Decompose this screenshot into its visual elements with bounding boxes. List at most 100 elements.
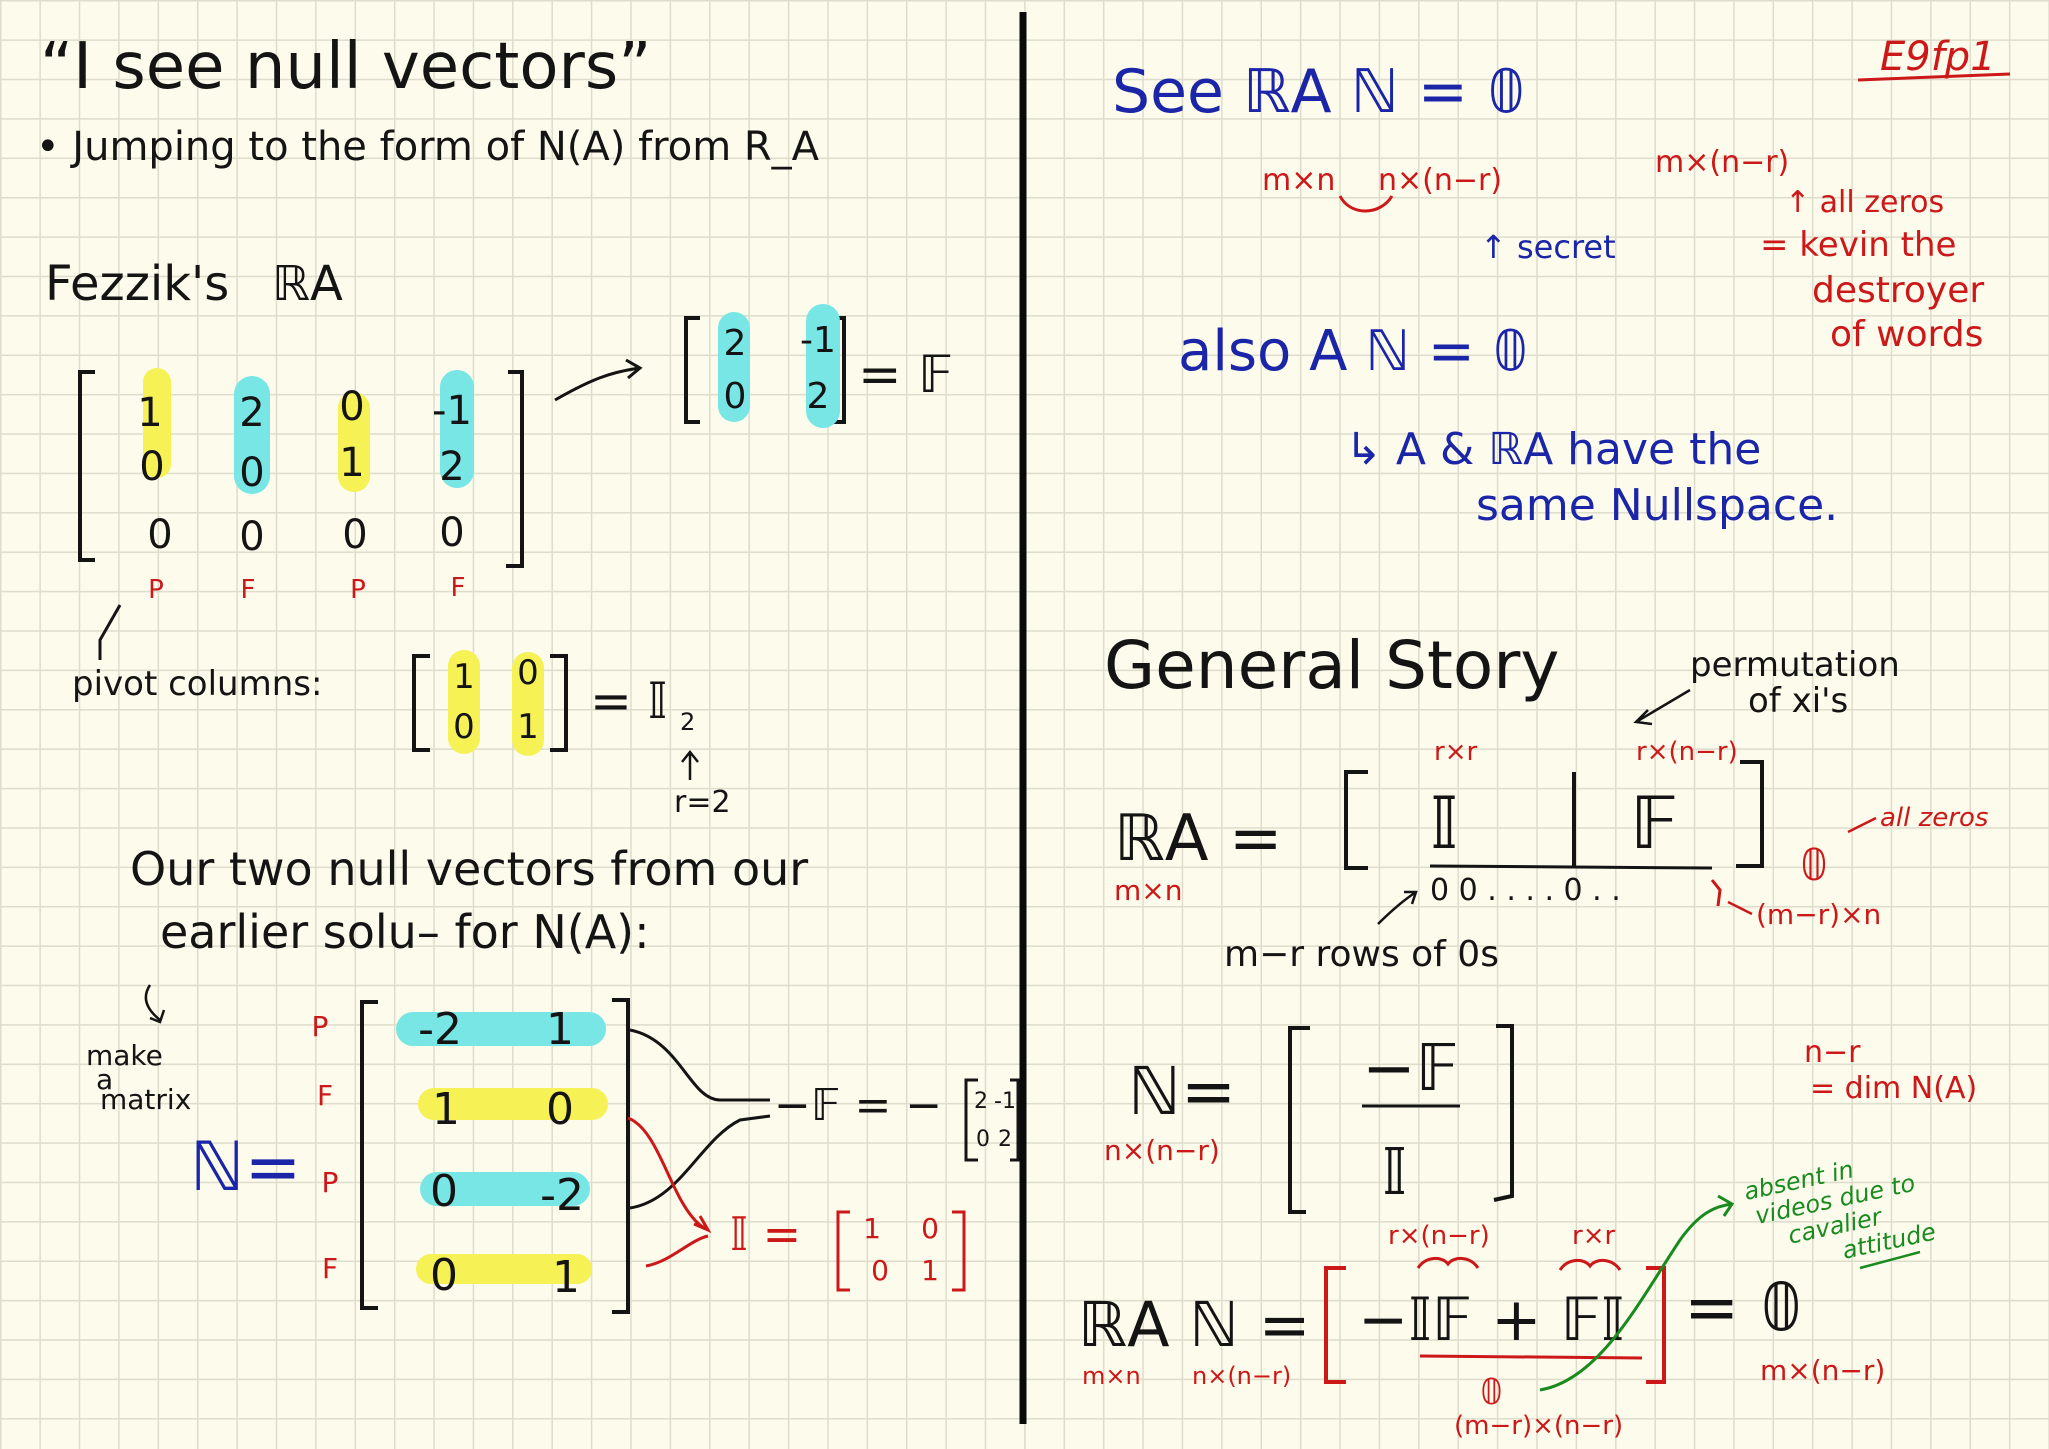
block-I: 𝕀 [1430, 781, 1458, 865]
a-word: a [96, 1063, 113, 1096]
final-rhs: = 𝟘 [1684, 1269, 1802, 1346]
rref-entry: -1 [432, 388, 472, 434]
block-bracket-left [1344, 770, 1368, 870]
block-dim-rxr: r×r [1434, 737, 1477, 767]
page-code: E9fp1 [1880, 34, 1996, 80]
final-dim-rx-nr: r×(n−r) [1388, 1221, 1490, 1251]
identity-bracket-left [836, 1210, 850, 1292]
block-underline [1429, 864, 1713, 870]
block-bracket-right [1736, 760, 1764, 868]
final-bracket-right [1646, 1266, 1666, 1384]
n-bracket-left [1288, 1026, 1310, 1214]
identity-bracket-right [952, 1210, 966, 1292]
same-null-2: same Nullspace. [1476, 480, 1838, 531]
row-type: F [317, 1079, 333, 1112]
null-row-types: P F P F [312, 1010, 339, 1285]
null-entry: 1 [552, 1252, 580, 1303]
rref-entry: 0 [239, 514, 264, 560]
col-type: P [148, 575, 164, 605]
rref-entry: 0 [139, 444, 164, 490]
free-highlight-1 [234, 376, 270, 494]
pivot-highlight-1 [143, 368, 171, 478]
rref-entry: 0 [439, 510, 464, 556]
connector-red-1 [627, 1116, 712, 1234]
all-zeros-2: all zeros [1880, 803, 1988, 833]
n-bracket-right [1493, 1024, 1514, 1202]
final-zero-sub: 𝟘 [1480, 1372, 1503, 1413]
identity-subscript: 2 [680, 708, 695, 736]
null-entry: 1 [432, 1084, 460, 1135]
make-matrix-arrow [144, 984, 166, 1024]
zero-row: 0 0 . . . . 0 . . [1430, 873, 1621, 908]
null-row-highlight-4 [416, 1254, 592, 1284]
final-lhs: ℝA ℕ = [1078, 1288, 1311, 1361]
null-entries: -2 1 1 0 0 -2 0 1 [418, 1004, 584, 1303]
rref-entry: 1 [339, 440, 364, 486]
free-symbol: = 𝔽 [858, 345, 953, 405]
final-brace-2 [1558, 1259, 1622, 1271]
null-row-highlight-3 [420, 1172, 590, 1206]
pivot-matrix-highlight-1 [448, 650, 480, 754]
final-mid: −𝕀𝔽 + 𝔽𝕀 [1358, 1285, 1625, 1355]
identity-entry: 1 [921, 1254, 939, 1287]
rref-entry: 0 [147, 512, 172, 558]
inner-dim-brace [1338, 195, 1394, 213]
absent-note: absent in videos due to cavalier attitud… [1741, 1141, 1938, 1282]
matrix-word: matrix [100, 1083, 191, 1116]
make-matrix-note: make a matrix [86, 1039, 191, 1116]
title: “I see null vectors” [40, 30, 651, 104]
null-symbol: ℕ= [190, 1128, 301, 1207]
neg-free-label: −𝔽 = − [774, 1080, 942, 1131]
null-bracket-left [360, 1000, 378, 1310]
zero-label: 𝟘 [1800, 840, 1828, 891]
rref-entry: 2 [439, 444, 464, 490]
pivot-bracket-left [412, 654, 430, 752]
pivot-matrix-highlight-2 [512, 652, 544, 756]
kevin-note-3: of words [1830, 314, 1983, 355]
all-zeros-note: ↑ all zeros [1785, 185, 1944, 220]
rank-note: r=2 [674, 785, 731, 820]
col-type: P [350, 575, 366, 605]
rref-entry: 0 [239, 450, 264, 496]
fezzik-label: Fezzik's [45, 256, 229, 312]
rref-entries: 1 2 0 -1 0 0 1 2 0 0 0 0 [137, 384, 472, 560]
column-type-labels: P F P F [148, 573, 465, 605]
neg-free-entry: 2 [974, 1089, 988, 1114]
pivot-entry: 0 [453, 707, 475, 747]
rref-bracket-left [78, 370, 95, 562]
null-row-highlight-1 [396, 1012, 606, 1046]
pivot-entry: 1 [517, 707, 539, 747]
ra-symbol: ℝA = [1114, 802, 1282, 876]
final-mr-nr: (m−r)×(n−r) [1454, 1411, 1623, 1441]
null-bracket-right [612, 998, 630, 1314]
n-minus-r: n−r [1804, 1035, 1861, 1070]
dim-n-nr-1: n×(n−r) [1378, 163, 1502, 198]
null-entry: 0 [546, 1084, 574, 1135]
neg-F: −𝔽 [1362, 1032, 1459, 1106]
null-text-2: earlier solu– for N(A): [160, 905, 650, 959]
rref-entry: 0 [342, 512, 367, 558]
absent-underline [1859, 1250, 1921, 1270]
dim-mn-1: m×n [1262, 163, 1335, 198]
final-brace-1 [1416, 1257, 1480, 1269]
pivot-label: pivot columns: [72, 664, 322, 704]
same-null-1: ↳ A & ℝA have the [1345, 424, 1761, 475]
see-line: See ℝA ℕ = 𝟘 [1112, 57, 1525, 127]
dim-mn-2: m×n [1114, 874, 1182, 907]
neg-free-entry: 0 [976, 1127, 990, 1152]
free-entry: 2 [807, 376, 830, 417]
n-eq: ℕ= [1128, 1053, 1236, 1130]
rref-bracket-right [506, 370, 524, 568]
free-matrix-highlight-2 [806, 304, 840, 428]
free-highlight-2 [440, 370, 474, 488]
null-entry: -2 [418, 1004, 462, 1055]
kevin-note-2: destroyer [1812, 270, 1984, 311]
null-row-highlight-2 [418, 1088, 608, 1120]
secret-note: ↑ secret [1480, 228, 1616, 266]
null-entry: 0 [430, 1250, 458, 1301]
identity-entry: 0 [871, 1254, 889, 1287]
general-story: General Story [1104, 627, 1559, 704]
neg-free-entry: -1 [994, 1089, 1016, 1114]
rref-entry: 2 [239, 390, 264, 436]
